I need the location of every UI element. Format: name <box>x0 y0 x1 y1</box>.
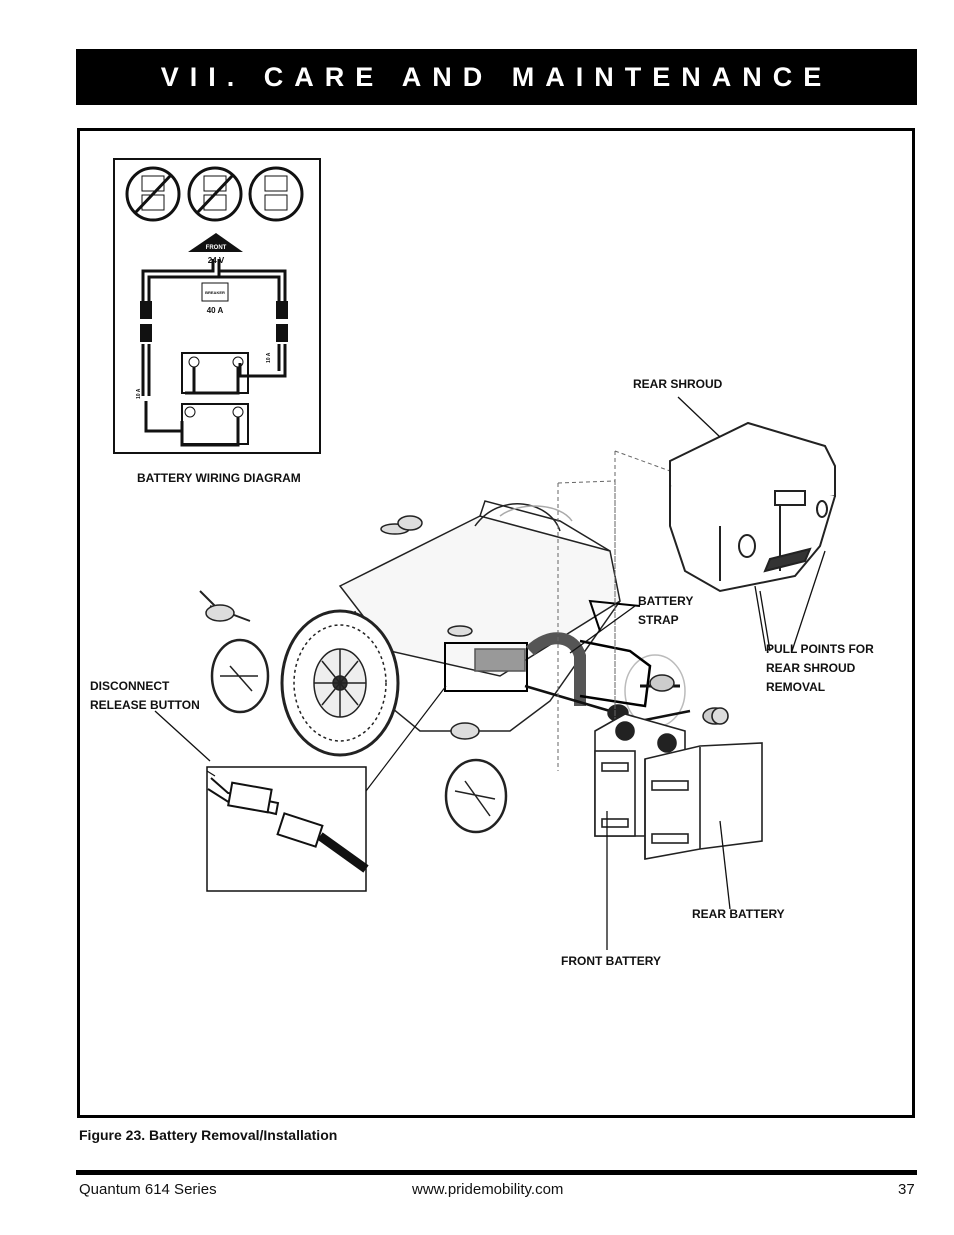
wiring-diagram <box>113 158 321 454</box>
footer-series: Quantum 614 Series <box>79 1181 217 1198</box>
section-header: VII. CARE AND MAINTENANCE <box>76 49 917 105</box>
breaker-amps-label: 40 A <box>207 306 224 315</box>
breaker-label: BREAKER <box>205 290 225 295</box>
battery-illustration: FRONT 24 V BREAKER 40 A 10 A 10 A <box>113 158 836 950</box>
batteries-drawing <box>594 707 763 860</box>
rear-battery-label: REAR BATTERY <box>692 907 785 921</box>
leader-lines <box>154 396 826 950</box>
section-title: VII. CARE AND MAINTENANCE <box>160 61 833 92</box>
figure-caption: Figure 23. Battery Removal/Installation <box>79 1127 338 1143</box>
fuse-left-label: 10 A <box>136 388 142 399</box>
page-number: 37 <box>898 1181 915 1198</box>
disconnect-release-label: DISCONNECT RELEASE BUTTON <box>90 679 200 712</box>
voltage-label: 24 V <box>208 256 225 265</box>
wiring-text: FRONT 24 V BREAKER 40 A 10 A 10 A <box>136 245 272 399</box>
figure-frame: FRONT 24 V BREAKER 40 A 10 A 10 A <box>77 128 915 1118</box>
rear-shroud-drawing <box>669 421 836 593</box>
pull-points-label: PULL POINTS FOR REAR SHROUD REMOVAL <box>766 642 874 694</box>
footer-divider <box>76 1170 917 1175</box>
battery-strap-label: BATTERY STRAP <box>638 594 694 627</box>
fuse-right-label: 10 A <box>266 352 272 363</box>
footer-website[interactable]: www.pridemobility.com <box>412 1181 564 1198</box>
power-chair-drawing <box>199 450 728 834</box>
wiring-diagram-heading: BATTERY WIRING DIAGRAM <box>137 471 301 485</box>
rear-shroud-label: REAR SHROUD <box>633 377 723 391</box>
front-battery-label: FRONT BATTERY <box>561 954 661 968</box>
front-label: FRONT <box>206 245 227 251</box>
connector-inset <box>206 685 447 892</box>
